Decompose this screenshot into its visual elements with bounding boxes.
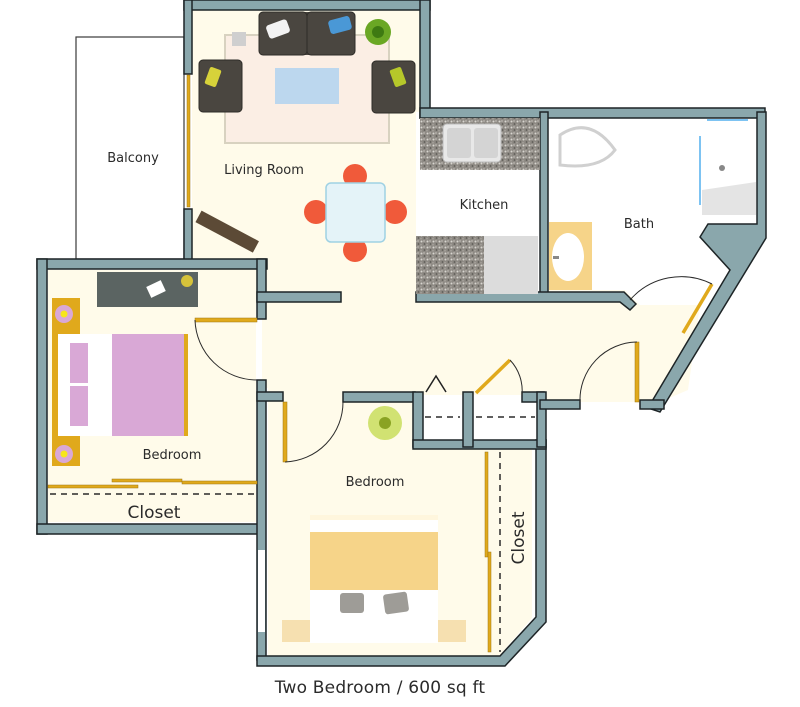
label-kitchen: Kitchen — [460, 198, 509, 213]
tv-stand — [195, 210, 259, 253]
walls — [36, 0, 767, 667]
armchair-right — [371, 60, 416, 114]
plan-caption: Two Bedroom / 600 sq ft — [274, 678, 486, 698]
kitchen-fixtures — [416, 118, 540, 294]
label-bedroom-2: Bedroom — [346, 475, 405, 490]
label-bath: Bath — [624, 217, 654, 232]
plant-icon — [368, 406, 402, 440]
balcony — [75, 36, 185, 260]
label-closet-1: Closet — [128, 503, 181, 523]
armchair-left — [198, 59, 243, 113]
bedroom-1-furniture — [52, 272, 198, 466]
label-closet-2: Closet — [509, 511, 529, 564]
bedroom-2-furniture — [258, 406, 466, 643]
room-labels: Balcony Living Room Kitchen Bath Bedroom… — [107, 151, 654, 564]
bath-fixtures — [549, 119, 756, 290]
dining-set — [304, 164, 407, 262]
label-balcony: Balcony — [107, 151, 159, 166]
sofa — [258, 11, 356, 56]
label-living-room: Living Room — [224, 163, 304, 178]
living-room-furniture — [195, 11, 416, 262]
label-bedroom-1: Bedroom — [143, 448, 202, 463]
plant — [365, 19, 391, 45]
sink-icon — [442, 123, 502, 163]
doors — [47, 74, 714, 653]
closet-dash-lines — [50, 416, 535, 652]
